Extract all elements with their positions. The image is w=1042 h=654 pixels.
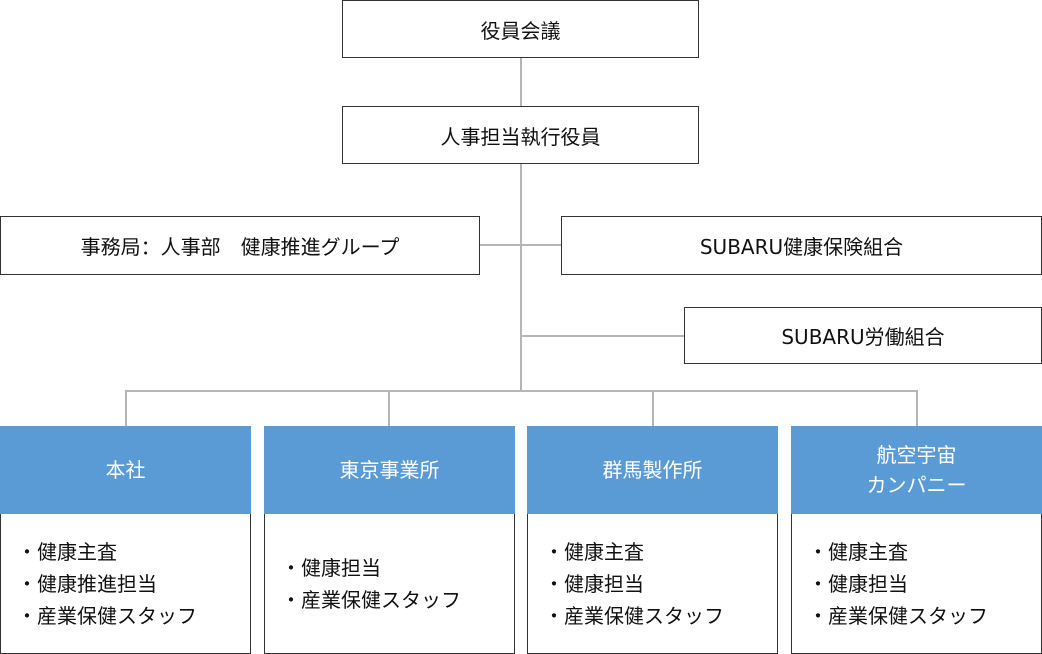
role-item: ・健康担当 (281, 555, 381, 580)
health-insurance-node: SUBARU健康保険組合 (561, 216, 1042, 275)
board-meeting-node: 役員会議 (342, 0, 699, 58)
secretariat-node: 事務局：人事部 健康推進グループ (0, 216, 480, 275)
department-roles-aerospace: ・健康主査 ・健康担当 ・産業保健スタッフ (791, 514, 1042, 654)
department-header-honsha: 本社 (0, 426, 251, 514)
department-header-tokyo: 東京事業所 (264, 426, 515, 514)
department-roles-tokyo: ・健康担当 ・産業保健スタッフ (264, 514, 515, 654)
connector-departments-bar (125, 390, 918, 392)
department-roles-honsha: ・健康主査 ・健康推進担当 ・産業保健スタッフ (0, 514, 251, 654)
hr-executive-node: 人事担当執行役員 (342, 106, 699, 164)
connector-insurance (521, 244, 562, 246)
role-item: ・健康推進担当 (17, 571, 157, 596)
role-item: ・産業保健スタッフ (544, 603, 724, 628)
department-title-line: 航空宇宙 (876, 443, 957, 467)
connector-dept-2 (388, 390, 390, 426)
connector-union (521, 335, 685, 337)
connector-dept-3 (652, 390, 654, 426)
department-header-gunma: 群馬製作所 (527, 426, 778, 514)
role-item: ・産業保健スタッフ (17, 603, 197, 628)
department-title: 東京事業所 (339, 458, 440, 482)
department-title: 群馬製作所 (602, 458, 703, 482)
connector-board-exec (520, 58, 522, 106)
department-header-aerospace: 航空宇宙 カンパニー (791, 426, 1042, 514)
role-item: ・健康主査 (808, 539, 908, 564)
department-title: 本社 (105, 458, 146, 482)
department-roles-gunma: ・健康主査 ・健康担当 ・産業保健スタッフ (527, 514, 778, 654)
connector-dept-1 (125, 390, 127, 426)
role-item: ・産業保健スタッフ (281, 587, 461, 612)
role-item: ・健康主査 (544, 539, 644, 564)
role-item: ・産業保健スタッフ (808, 603, 988, 628)
role-item: ・健康担当 (544, 571, 644, 596)
connector-secretariat (480, 244, 521, 246)
department-title-line: カンパニー (866, 473, 967, 497)
role-item: ・健康主査 (17, 539, 117, 564)
connector-dept-4 (916, 390, 918, 426)
labor-union-node: SUBARU労働組合 (684, 307, 1042, 364)
role-item: ・健康担当 (808, 571, 908, 596)
connector-main-trunk (520, 164, 522, 391)
